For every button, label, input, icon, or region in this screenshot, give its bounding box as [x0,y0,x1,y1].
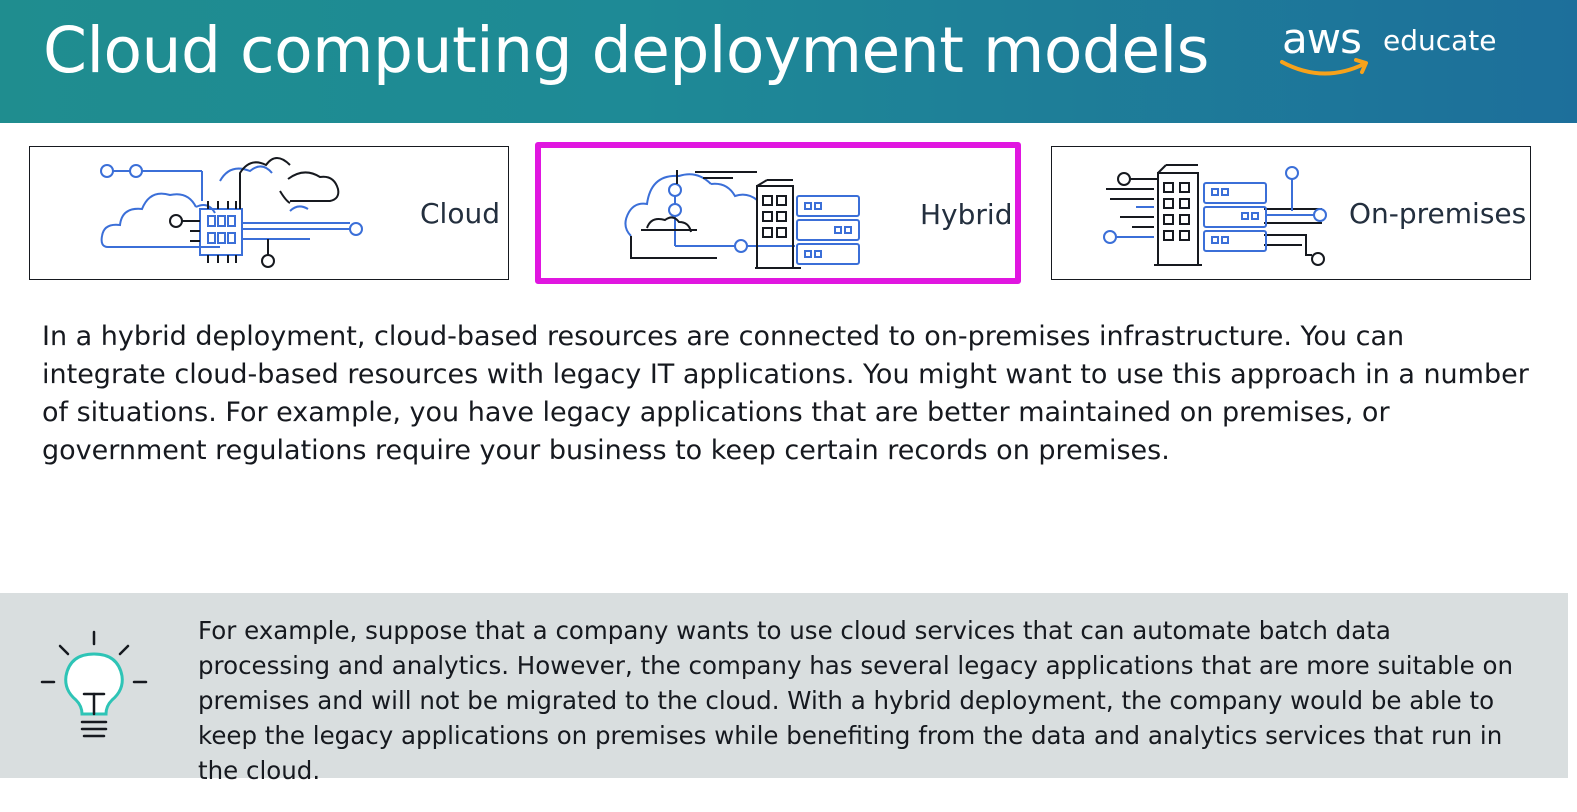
tip-callout: For example, suppose that a company want… [0,593,1568,785]
building-server-icon [1103,164,1327,266]
cloud-building-server-icon [624,170,860,269]
card-hybrid[interactable]: Hybrid [535,142,1021,284]
aws-smile-icon [1280,58,1368,76]
page-title: Cloud computing deployment models [43,14,1209,87]
card-on-premises[interactable]: On-premises [1051,146,1531,280]
cloud-chip-icon [100,157,363,268]
description-paragraph: In a hybrid deployment, cloud-based reso… [42,321,1529,466]
card-cloud[interactable]: Cloud [29,146,509,280]
card-label-hybrid: Hybrid [920,198,1013,231]
card-label-cloud: Cloud [420,197,500,230]
card-label-on-premises: On-premises [1349,197,1527,230]
tip-text: For example, suppose that a company want… [198,616,1513,785]
lightbulb-icon [40,630,148,738]
aws-educate-logo: aws educate [1278,14,1498,84]
logo-aws-text: aws [1282,14,1362,63]
header-banner: Cloud computing deployment models aws ed… [0,0,1577,123]
logo-educate-text: educate [1383,24,1497,57]
